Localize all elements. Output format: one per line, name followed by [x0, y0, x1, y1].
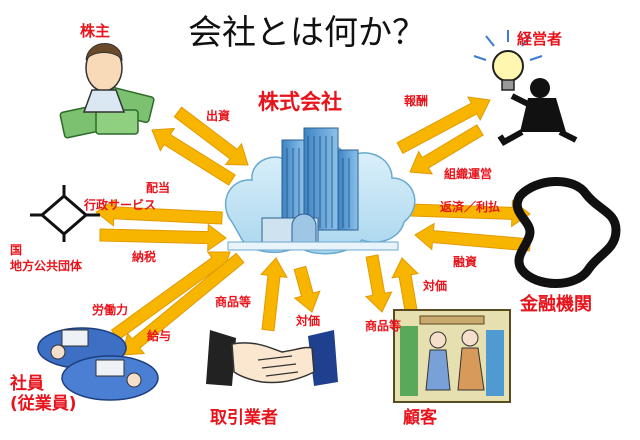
manager-icon [473, 30, 578, 146]
admin-services-arrow [95, 198, 223, 227]
finance-label: 金融機関 [520, 294, 592, 315]
page-title: 会社とは何か？ [188, 13, 426, 53]
government-label: 国 地方公共団体 [10, 243, 83, 274]
investment-label: 出資 [206, 109, 231, 123]
handshake-icon [206, 330, 338, 386]
compensation-label: 報酬 [404, 94, 429, 108]
tax-arrow [99, 223, 227, 252]
payment-from-customer-label: 対価 [423, 279, 448, 293]
payment-from-customer-arrow [391, 257, 419, 318]
shareholders-label: 株主 [80, 22, 111, 40]
salary-arrow [121, 252, 245, 356]
dividend-label: 配当 [146, 181, 171, 195]
operations-arrow [409, 124, 484, 175]
employees-label: 社員 (従業員) [10, 374, 77, 415]
managers-label: 経営者 [517, 30, 563, 48]
flow-arrows [95, 96, 532, 356]
shareholder-icon [59, 43, 155, 139]
goods-to-company-label: 商品等 [215, 295, 252, 309]
dividend-arrow [151, 127, 236, 186]
operations-label: 組織運営 [444, 167, 493, 181]
customers-label: 顧客 [403, 408, 437, 428]
investment-arrow [173, 106, 249, 166]
goods-to-customer-label: 商品等 [365, 319, 402, 333]
customer-shop-icon [393, 309, 511, 403]
admin-services-label: 行政サービス [84, 198, 157, 212]
goods-to-company-arrow [260, 257, 288, 332]
labor-label: 労働力 [92, 303, 129, 317]
labor-arrow [110, 251, 231, 341]
financing-label: 融資 [453, 255, 478, 269]
payment-to-supplier-label: 対価 [296, 314, 321, 328]
government-icon [30, 185, 100, 242]
compensation-arrow [396, 96, 491, 154]
goods-to-customer-arrow [364, 254, 393, 313]
company-building-icon [224, 127, 416, 255]
salary-label: 給与 [147, 329, 172, 343]
tax-label: 納税 [132, 250, 157, 264]
payment-to-supplier-arrow [293, 265, 321, 313]
finance-ring-icon [512, 177, 621, 288]
suppliers-label: 取引業者 [210, 408, 278, 428]
employees-icon [37, 327, 159, 401]
company-label: 株式会社 [258, 90, 342, 114]
repayment-label: 返済／利払 [440, 200, 501, 214]
financing-arrow [414, 222, 532, 252]
